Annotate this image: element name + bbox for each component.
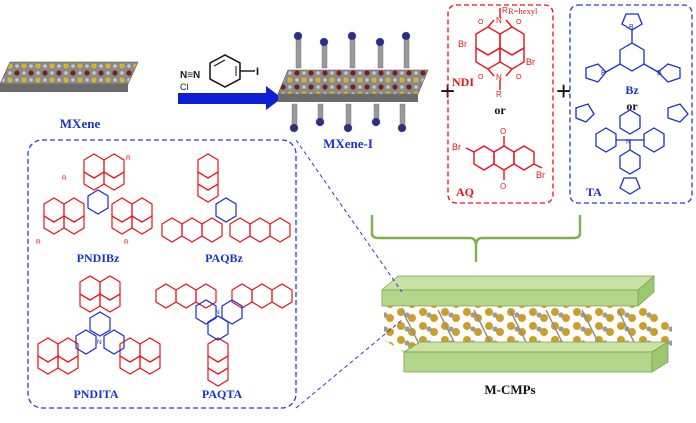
aq-o-bottom: O	[500, 182, 506, 191]
paqbz-structure	[161, 153, 291, 243]
bz-b-right: B	[657, 70, 662, 77]
mxene-label: MXene	[60, 116, 101, 131]
ndi-label: NDI	[452, 75, 474, 89]
diazonium-n-label: N≡N	[180, 70, 200, 81]
aq-label: AQ	[456, 185, 474, 199]
ndi-r-top: R	[502, 6, 508, 15]
combine-brace	[370, 215, 582, 247]
pndibz-r-4: R	[124, 239, 129, 246]
pndibz-label: PNDIBz	[77, 251, 120, 265]
pndita-n: N	[97, 339, 102, 346]
paqta-structure: N	[155, 283, 293, 387]
donor-or-label: or	[626, 99, 638, 113]
pndibz-r-2: R	[62, 175, 67, 182]
ta-label: TA	[586, 185, 602, 199]
zoom-connector-top	[295, 139, 403, 293]
ndi-br-left: Br	[458, 39, 467, 49]
aq-br-left: Br	[452, 142, 461, 152]
iodine-label: I	[256, 66, 259, 78]
acceptor-monomer-box: R R=hexyl N N R Br Br O O O O NDI or O O…	[447, 4, 554, 204]
aryl-diazonium-reagent: N≡N Cl I	[180, 54, 259, 92]
paqbz-label: PAQBz	[205, 251, 243, 265]
ndi-r-bottom: R	[496, 90, 502, 99]
pndibz-r-1: R	[126, 155, 131, 162]
m-cmps-structure	[380, 275, 672, 373]
pndibz-r-3: R	[36, 239, 41, 246]
mxene-i-slab	[277, 31, 429, 133]
aq-o-top: O	[500, 127, 506, 136]
ndi-n-top: N	[496, 16, 502, 25]
bz-b-top: B	[629, 24, 634, 31]
ndi-n-bottom: N	[496, 73, 502, 82]
paqta-label: PAQTA	[202, 387, 243, 401]
m-cmps-label: M-CMPs	[484, 382, 535, 397]
paqta-n: N	[215, 309, 220, 316]
ndi-o-4: O	[516, 74, 522, 81]
donor-monomer-box: B B B Bz or N TA	[569, 4, 693, 204]
bz-label: Bz	[625, 83, 639, 97]
polymer-structures-box: R R R R PNDIBz PAQBz	[27, 139, 297, 409]
bz-b-left: B	[601, 70, 606, 77]
plus-sign-2: +	[556, 76, 571, 106]
mxene-slab	[0, 61, 139, 92]
r-hexyl-label: R=hexyl	[508, 6, 538, 16]
zoom-connector-bottom	[295, 319, 403, 409]
ta-n-center: N	[626, 139, 631, 146]
ndi-br-right: Br	[526, 57, 535, 67]
ndi-o-1: O	[478, 19, 484, 26]
diazonium-cl-label: Cl	[180, 82, 189, 92]
reaction-arrow	[178, 86, 282, 110]
ndi-o-2: O	[516, 19, 522, 26]
mxene-i-label: MXene-I	[323, 136, 373, 151]
ndi-o-3: O	[478, 74, 484, 81]
pndita-label: PNDITA	[73, 387, 118, 401]
pndita-structure: N	[37, 275, 161, 375]
aq-br-right: Br	[536, 170, 545, 180]
acceptor-or-label: or	[494, 103, 506, 117]
plus-sign-1: +	[440, 76, 455, 106]
pndibz-structure: R R R R	[36, 153, 153, 246]
